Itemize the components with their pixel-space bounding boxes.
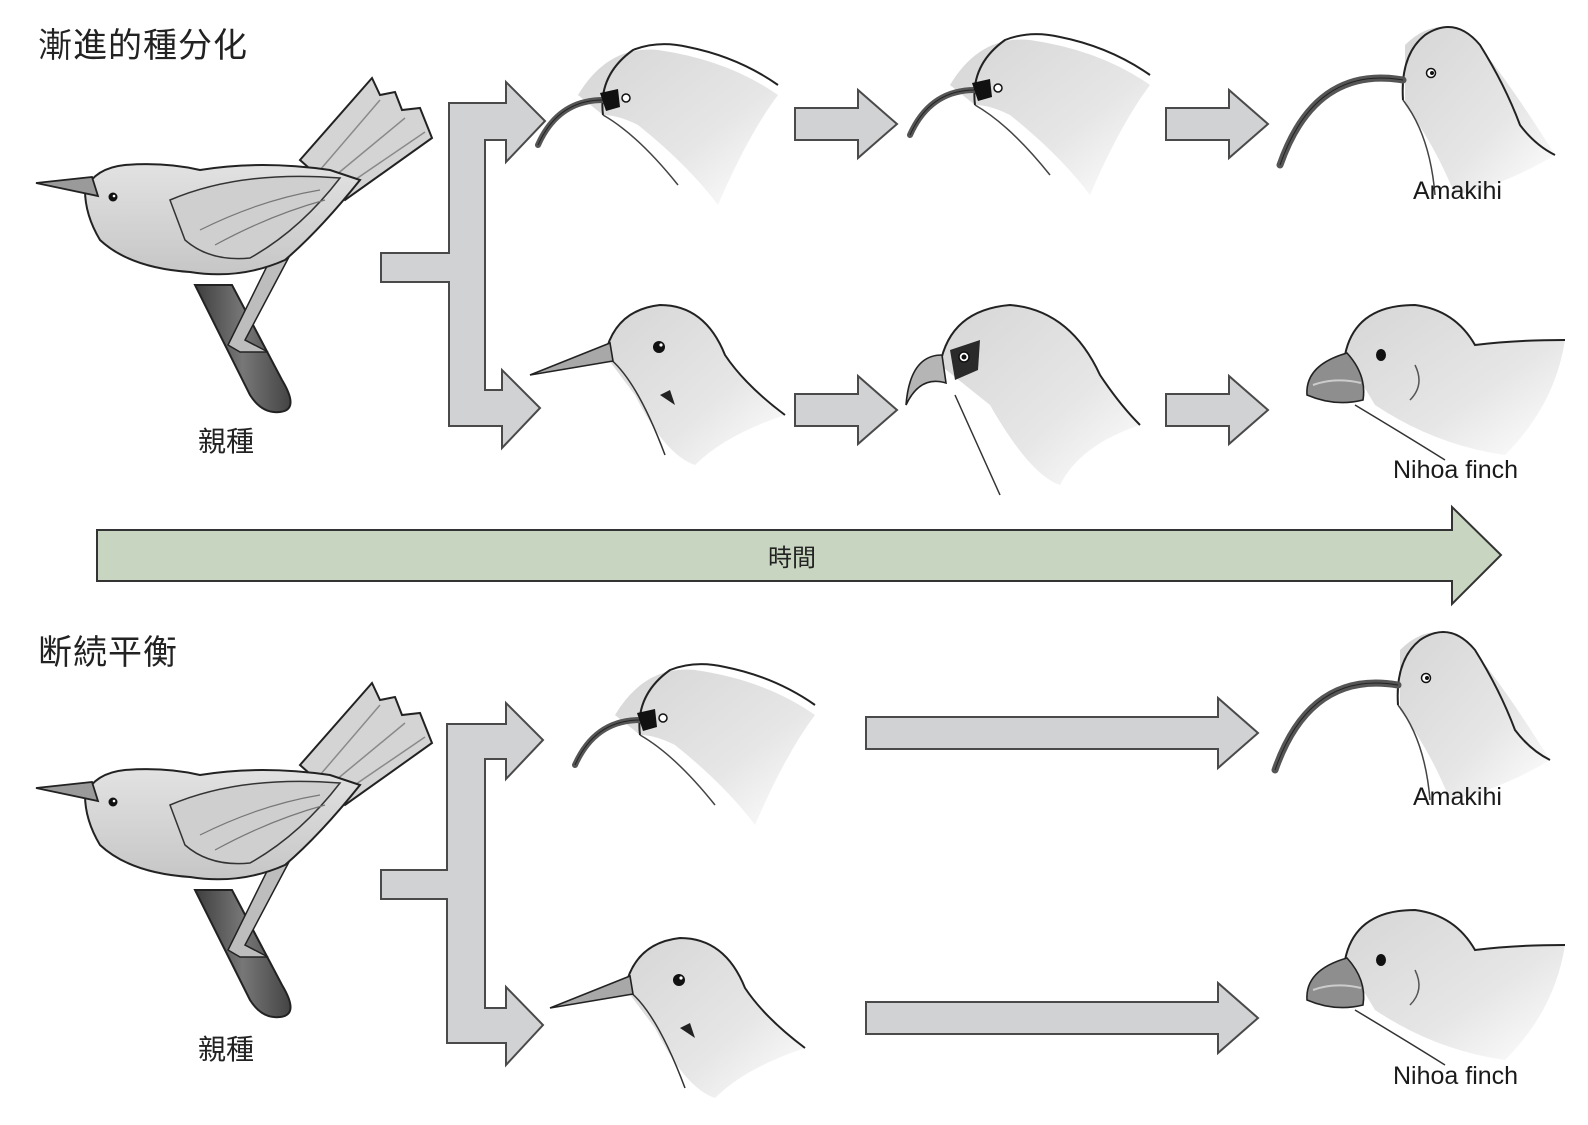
time-arrow: [96, 504, 1503, 607]
nihoa-finch-label: Nihoa finch: [1393, 456, 1519, 484]
step-arrow: [1165, 87, 1270, 161]
amakihi-head-2: [1275, 632, 1550, 800]
amakihi-head-1: [1280, 27, 1555, 195]
nihoa-finch-label: Nihoa finch: [1393, 1062, 1519, 1090]
bird-head-hooked-beak: [905, 304, 1141, 496]
parent-species-label: 親種: [198, 1033, 255, 1066]
bird-head-straight-beak-2: [549, 937, 806, 1099]
branch-arrow: [380, 79, 547, 451]
bird-head-curved-beak-1: [538, 44, 778, 205]
parent-bird-illustration: [35, 682, 433, 1019]
amakihi-label: Amakihi: [1413, 783, 1502, 811]
long-arrow: [865, 980, 1260, 1056]
bird-head-straight-beak-1: [529, 304, 786, 466]
punctuated-equilibrium-title: 断続平衡: [38, 633, 178, 673]
branch-arrow: [380, 700, 545, 1068]
step-arrow: [794, 373, 899, 447]
gradual-speciation-title: 漸進的種分化: [38, 26, 248, 66]
bird-head-curved-beak-2: [910, 34, 1150, 195]
nihoa-finch-head-2: [1305, 909, 1566, 1066]
time-label: 時間: [768, 544, 816, 572]
nihoa-finch-head-1: [1305, 304, 1566, 461]
bird-head-curved-beak-3: [575, 664, 815, 825]
parent-species-label: 親種: [198, 425, 255, 458]
amakihi-label: Amakihi: [1413, 177, 1502, 205]
long-arrow: [865, 695, 1260, 771]
step-arrow: [1165, 373, 1270, 447]
step-arrow: [794, 87, 899, 161]
parent-bird-illustration: [35, 77, 433, 414]
